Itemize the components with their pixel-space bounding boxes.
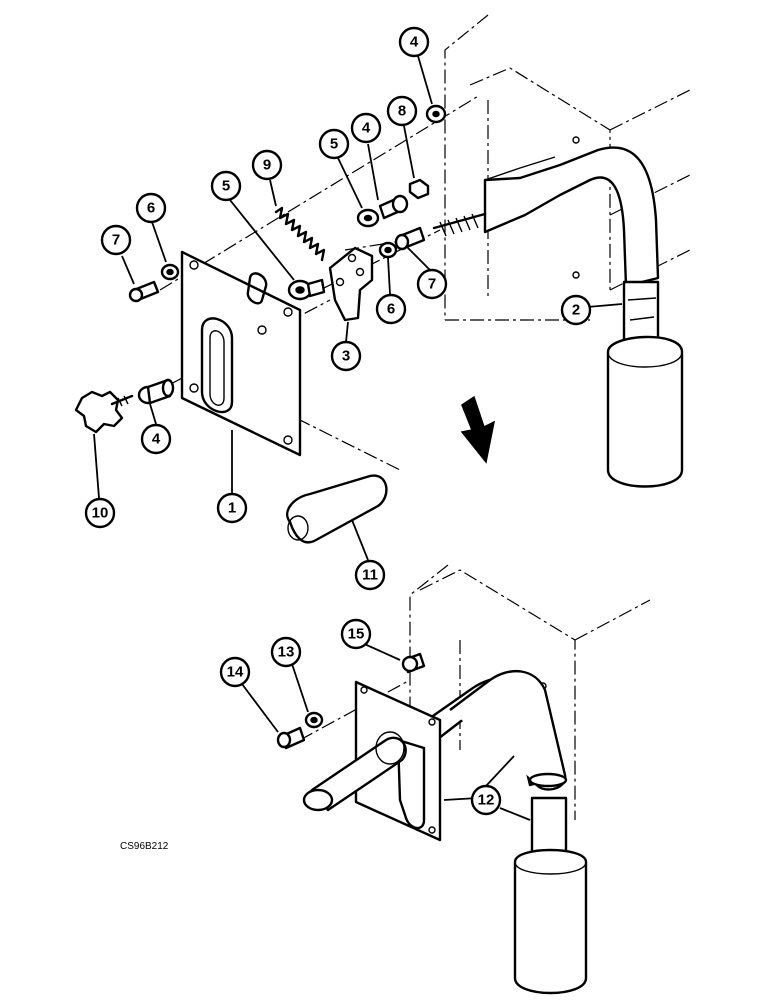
bolt-part-7-b — [394, 226, 426, 251]
svg-text:5: 5 — [222, 178, 230, 195]
svg-text:11: 11 — [362, 567, 378, 584]
callout-2: 2 — [560, 294, 592, 326]
washer-part-13 — [304, 711, 324, 729]
svg-text:7: 7 — [112, 232, 120, 249]
svg-text:9: 9 — [263, 157, 271, 174]
bolt-part-7-a — [128, 280, 160, 303]
svg-text:13: 13 — [278, 644, 295, 661]
svg-text:14: 14 — [227, 664, 244, 681]
svg-text:2: 2 — [572, 302, 580, 319]
callout-3: 3 — [330, 340, 362, 372]
svg-text:8: 8 — [398, 103, 406, 120]
callout-1: 1 — [216, 492, 248, 524]
nut-part-8 — [408, 178, 430, 200]
star-knob-part-10 — [74, 390, 134, 434]
washer-part-6-b — [378, 241, 398, 259]
callout-4-a: 4 — [398, 26, 430, 58]
washer-part-6-a — [160, 263, 180, 281]
svg-text:6: 6 — [387, 301, 395, 318]
svg-text:12: 12 — [478, 792, 495, 809]
callout-11: 11 — [354, 559, 386, 591]
svg-text:10: 10 — [92, 505, 109, 522]
callout-4-b: 4 — [350, 112, 382, 144]
callout-7-a: 7 — [100, 224, 132, 256]
callout-12: 12 — [470, 784, 502, 816]
callout-4-c: 4 — [140, 423, 172, 455]
svg-text:4: 4 — [410, 34, 419, 51]
callout-6-a: 6 — [135, 192, 167, 224]
spacer-part-4-a — [425, 104, 447, 124]
leader-lines — [93, 55, 623, 821]
figure-code: CS96B212 — [120, 841, 169, 852]
svg-text:4: 4 — [152, 431, 161, 448]
callout-6-b: 6 — [375, 293, 407, 325]
callout-5-a: 5 — [210, 170, 242, 202]
callout-5-b: 5 — [318, 128, 350, 160]
svg-text:3: 3 — [342, 348, 350, 365]
svg-text:4: 4 — [362, 120, 371, 137]
svg-text:7: 7 — [428, 276, 436, 293]
svg-text:6: 6 — [147, 200, 155, 217]
callout-15: 15 — [340, 618, 372, 650]
spacer-part-4-c — [137, 378, 175, 405]
washer-part-5-a — [287, 278, 326, 301]
spring-part-9 — [274, 206, 326, 262]
svg-text:5: 5 — [330, 136, 338, 153]
spacer-part-15 — [401, 652, 426, 674]
callout-9: 9 — [251, 149, 283, 181]
bolt-part-14 — [276, 726, 306, 750]
handle-grip-part-11 — [286, 474, 388, 544]
washer-part-5-b — [356, 208, 380, 228]
bracket-part-3 — [328, 246, 374, 322]
bolt-part-4-b — [378, 194, 409, 220]
callout-7-b: 7 — [416, 268, 448, 300]
svg-text:1: 1 — [228, 500, 236, 517]
direction-arrow-icon — [460, 395, 496, 464]
callout-10: 10 — [84, 497, 116, 529]
svg-text:15: 15 — [348, 626, 365, 643]
gear-lever-part-12 — [418, 669, 588, 995]
shaft-bottom — [302, 731, 407, 812]
callout-14: 14 — [219, 656, 251, 688]
callout-13: 13 — [270, 636, 302, 668]
gear-lever-part-2 — [432, 146, 684, 488]
mounting-plate-part-1 — [180, 250, 302, 457]
callout-8: 8 — [386, 95, 418, 127]
